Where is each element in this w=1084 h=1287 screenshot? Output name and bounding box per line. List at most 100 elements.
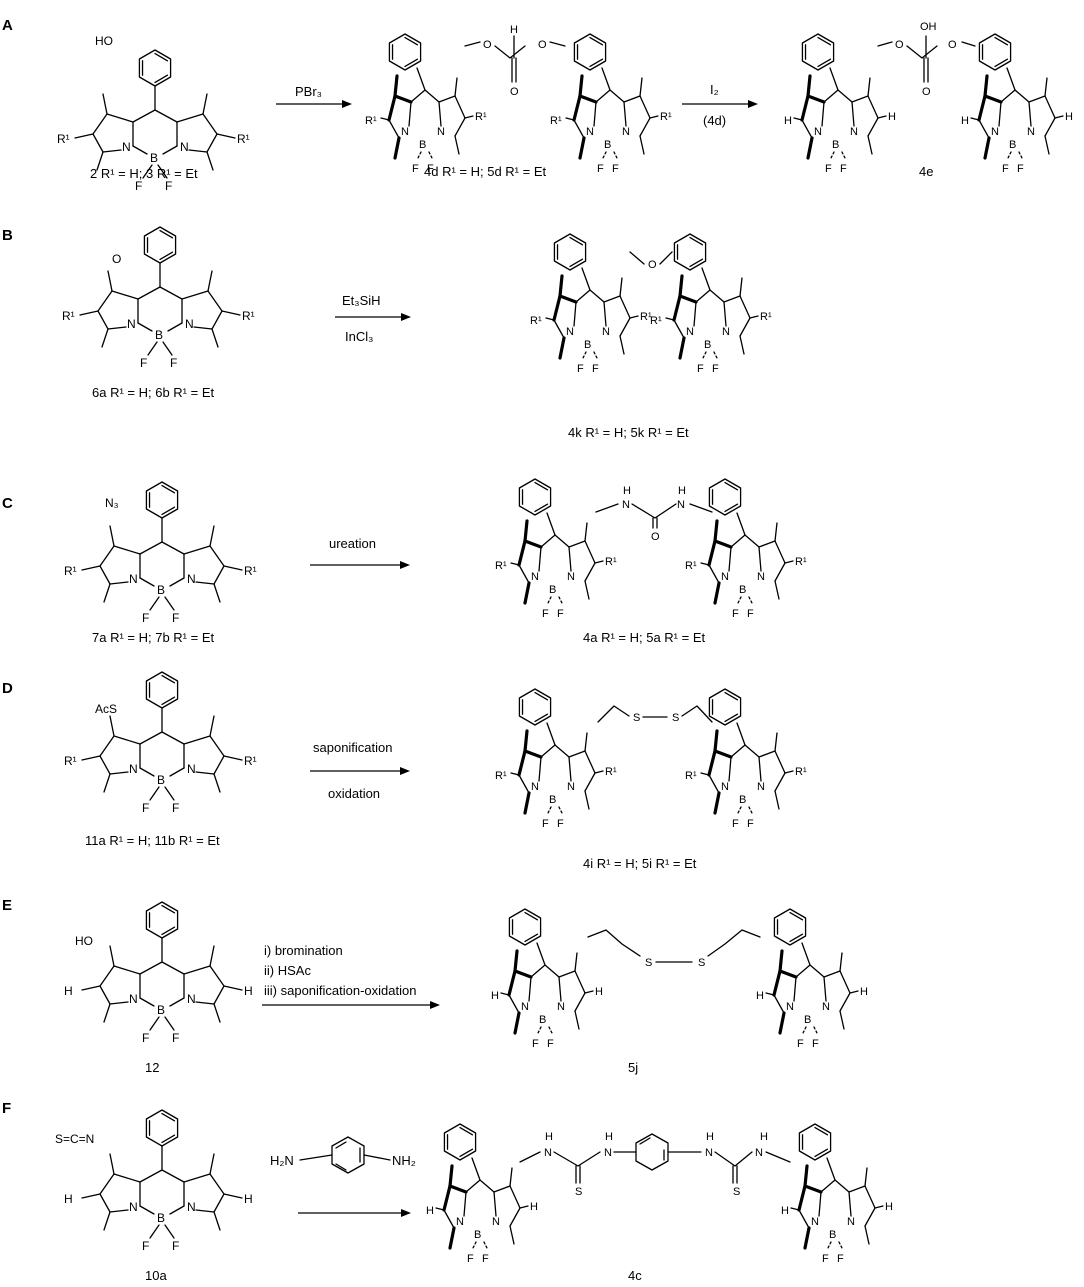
bond [773, 994, 785, 1014]
thiourea-s1: S [575, 1186, 582, 1198]
bond [147, 341, 158, 356]
atom-label: B [157, 1003, 165, 1017]
bond [789, 933, 804, 943]
thiourea-h2: H [605, 1131, 613, 1143]
bond [195, 1001, 215, 1005]
bond [534, 481, 549, 491]
atom-label: B [150, 151, 158, 165]
bond [983, 136, 991, 160]
bond [713, 791, 721, 815]
bond [216, 133, 236, 139]
bond [568, 750, 586, 758]
atom-label: N [721, 781, 729, 793]
bond [707, 539, 717, 567]
bond [161, 484, 176, 494]
atom-label: F [172, 611, 179, 625]
bond [211, 310, 223, 330]
thiourea-h4: H [760, 1131, 768, 1143]
bond [107, 326, 127, 330]
bond [454, 95, 466, 119]
bond [584, 562, 596, 582]
bond [584, 540, 596, 564]
atom-label: R¹ [475, 111, 487, 123]
atom-label: N [567, 571, 575, 583]
bond [1014, 89, 1030, 103]
bond [109, 715, 115, 737]
atom-label: N [811, 1216, 819, 1228]
bond [107, 270, 113, 292]
bond [578, 136, 586, 160]
bond [159, 286, 183, 300]
benzene-ring [145, 671, 179, 709]
bond [202, 113, 218, 135]
reagent-pbr3: PBr₃ [295, 84, 322, 99]
atom-label: B [604, 139, 611, 151]
bond [665, 317, 675, 321]
bond [161, 1112, 176, 1122]
benzene-ring [443, 1123, 477, 1161]
bond [149, 786, 160, 801]
atom-label: F [165, 179, 172, 193]
bond [161, 674, 176, 684]
bond [510, 772, 520, 776]
bond [558, 970, 576, 978]
bond [1044, 135, 1050, 155]
bond [524, 933, 539, 943]
benzene-ring [388, 33, 422, 71]
benzene-ring [673, 233, 707, 271]
bond [1006, 67, 1016, 91]
reagent-oxidation: oxidation [328, 786, 380, 801]
atom-label: F [170, 356, 177, 370]
bond [700, 562, 710, 566]
bond [795, 964, 811, 978]
disulfide-s-left: S [633, 712, 640, 724]
bond [867, 117, 879, 137]
bond [558, 976, 562, 1002]
bond [801, 119, 813, 139]
atom-label: F [837, 1253, 844, 1265]
atom-label: B [157, 583, 165, 597]
atom-label: F [142, 1239, 149, 1253]
panel-label-a: A [2, 17, 13, 34]
atom-label: F [172, 1239, 179, 1253]
disulfide-s-left-5j: S [645, 957, 652, 969]
bond [758, 546, 762, 572]
bond [826, 1241, 832, 1251]
bond [584, 732, 588, 752]
bond [509, 1185, 521, 1209]
bond [1054, 115, 1064, 119]
bond [1044, 95, 1056, 119]
bond [380, 117, 390, 121]
atom-label: N [129, 572, 138, 586]
bond [139, 1169, 163, 1183]
atom-label: N [122, 140, 131, 154]
bond [977, 94, 987, 122]
bond [213, 773, 221, 793]
bond [438, 101, 442, 127]
bond [509, 1207, 521, 1227]
atom-label: F [697, 363, 704, 375]
bond [99, 545, 115, 567]
reagent-ureation: ureation [329, 536, 376, 551]
atom-label: N [814, 126, 822, 138]
bond [558, 336, 566, 360]
bond [463, 1191, 467, 1217]
compound-label-11a-11b: 11a R¹ = H; 11b R¹ = Et [85, 833, 220, 848]
bond [558, 274, 564, 298]
bond [800, 94, 810, 122]
bond [438, 95, 456, 103]
bond [713, 749, 733, 759]
bond [202, 93, 208, 115]
bond [149, 1016, 160, 1031]
bond [730, 534, 746, 548]
bond [678, 294, 698, 304]
bond [601, 151, 607, 161]
atom-label: N [437, 126, 445, 138]
bond [517, 749, 527, 777]
